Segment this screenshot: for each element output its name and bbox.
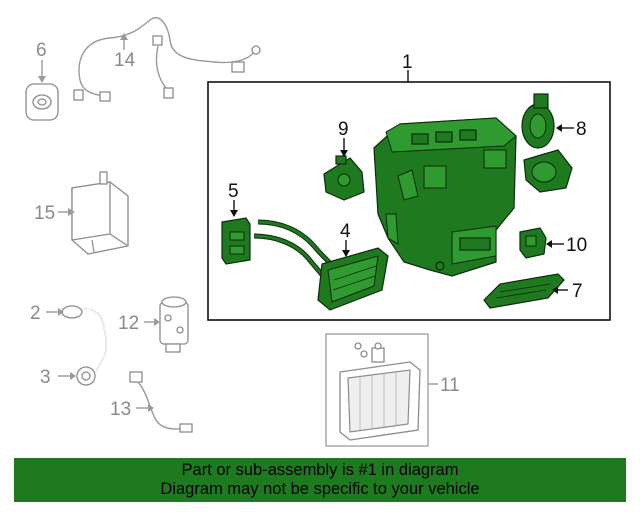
part-13-sensor[interactable]	[129, 371, 193, 433]
part-10-sensor[interactable]	[519, 227, 547, 259]
callout-13: 13	[110, 399, 131, 420]
callout-10: 10	[566, 235, 587, 256]
arrow-13	[148, 404, 154, 412]
part-2-tube[interactable]	[61, 305, 108, 373]
part-9-actuator[interactable]	[323, 155, 365, 201]
arrow-9	[340, 150, 348, 157]
arrow-10	[546, 240, 552, 248]
part-12-expansion-valve[interactable]	[159, 296, 189, 353]
diagram-notice-banner: Part or sub-assembly is #1 in diagram Di…	[14, 458, 626, 502]
callout-4: 4	[340, 221, 351, 242]
parts-diagram: 6 14 15 2 3	[25, 17, 611, 447]
callout-8: 8	[576, 119, 587, 140]
part-6-grommet[interactable]	[25, 83, 59, 121]
arrow-15	[68, 208, 75, 216]
part-14-wire-harness[interactable]	[73, 17, 261, 102]
arrow-14	[120, 33, 128, 40]
callout-3: 3	[40, 367, 51, 388]
assembly-1-frame[interactable]	[207, 81, 611, 321]
callout-14: 14	[114, 50, 136, 71]
arrow-5	[230, 210, 238, 217]
arrow-7	[552, 286, 558, 294]
arrow-2	[58, 308, 64, 316]
part-11-evaporator[interactable]	[339, 342, 421, 441]
part-4-heater-core[interactable]	[253, 219, 389, 311]
part-8-blower-motor[interactable]	[521, 93, 573, 193]
callout-15: 15	[34, 203, 55, 224]
callout-2: 2	[30, 303, 41, 324]
part-11-frame	[325, 333, 429, 447]
callout-7: 7	[572, 281, 583, 302]
part-7-grille[interactable]	[483, 273, 565, 309]
part-5-bracket[interactable]	[221, 217, 251, 265]
callout-5: 5	[228, 181, 239, 202]
callout-12: 12	[118, 313, 139, 334]
callout-9: 9	[338, 119, 349, 140]
part-3-o-ring[interactable]	[76, 366, 96, 386]
notice-line-1: Part or sub-assembly is #1 in diagram	[181, 461, 459, 479]
part-15-control-module[interactable]	[71, 171, 129, 255]
part-housing-assembly[interactable]	[373, 117, 517, 277]
notice-line-2: Diagram may not be specific to your vehi…	[160, 480, 480, 498]
arrow-8	[556, 124, 562, 132]
arrow-4	[342, 250, 350, 257]
callout-6: 6	[36, 40, 47, 61]
callout-1: 1	[402, 52, 413, 73]
arrow-12	[154, 318, 160, 326]
arrow-3	[70, 372, 76, 380]
arrow-6	[38, 76, 46, 83]
callout-11: 11	[440, 375, 460, 396]
